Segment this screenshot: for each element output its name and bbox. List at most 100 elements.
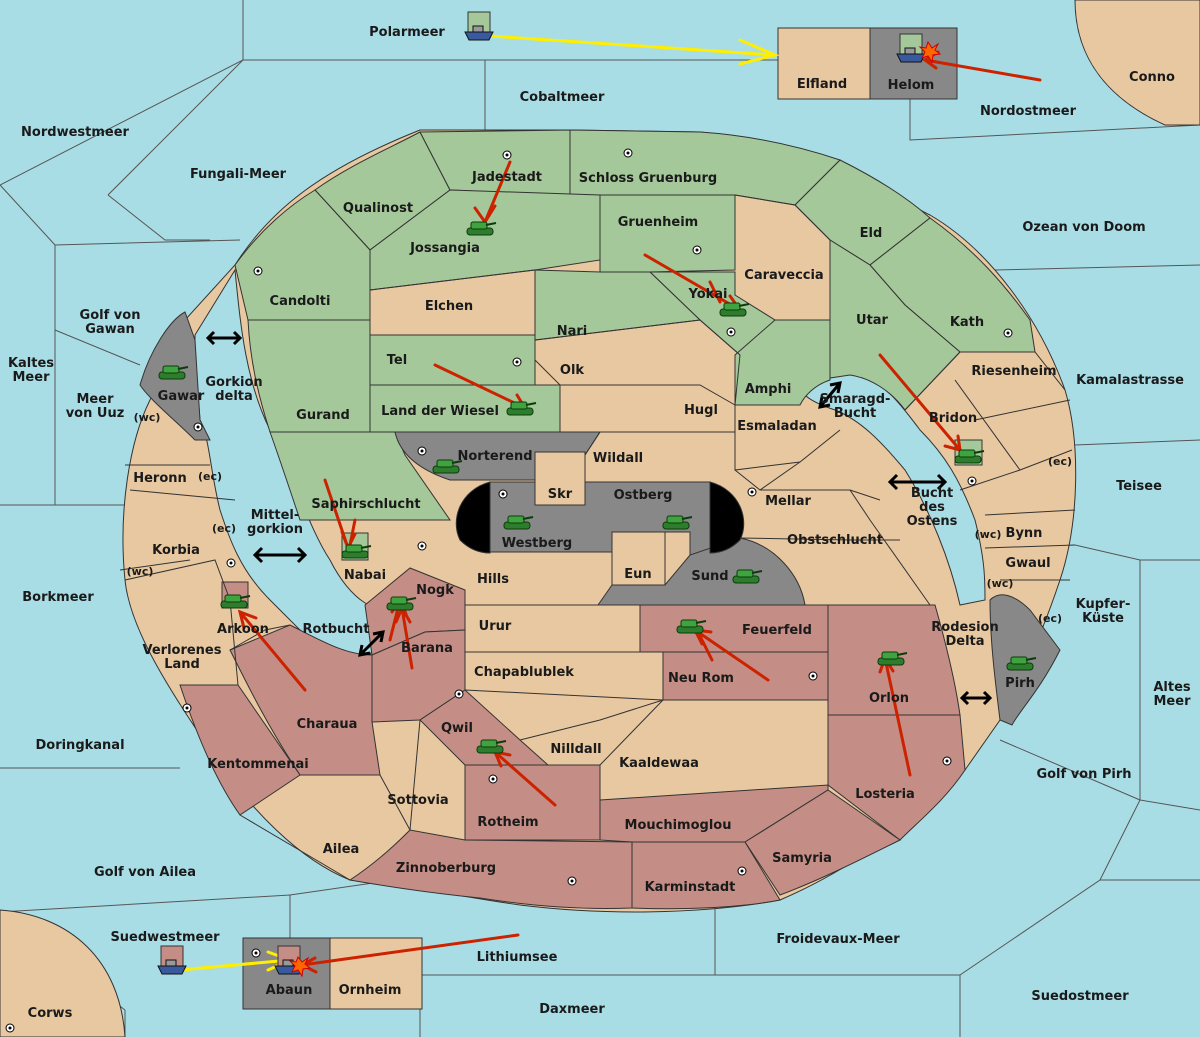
tank-icon[interactable] xyxy=(506,401,537,416)
land-label-ornheim: Ornheim xyxy=(339,983,402,998)
land-label-helom: Helom xyxy=(888,78,935,93)
coast-tag-ec3: (ec) xyxy=(1048,455,1072,468)
coast-tag-ec4: (ec) xyxy=(1038,612,1062,625)
tank-icon[interactable] xyxy=(220,594,251,609)
land-utar[interactable] xyxy=(829,239,961,411)
land-label-riesenheim: Riesenheim xyxy=(971,364,1056,379)
tank-icon[interactable] xyxy=(676,619,707,634)
tank-icon[interactable] xyxy=(732,569,763,584)
ship-icon[interactable] xyxy=(896,33,926,63)
supply-center-dot xyxy=(567,876,577,886)
capsule-west xyxy=(455,481,491,554)
land-label-nari: Nari xyxy=(557,324,588,339)
sea-label-golf-von-pirh: Golf von Pirh xyxy=(1036,767,1131,782)
land-zinnoberburg[interactable] xyxy=(348,829,633,910)
land-label-heronn: Heronn xyxy=(133,471,187,486)
land-label-eld: Eld xyxy=(860,226,883,241)
land-samyria[interactable] xyxy=(744,789,901,896)
land-label-nogk: Nogk xyxy=(416,583,454,598)
tank-icon[interactable] xyxy=(476,739,507,754)
land-skr[interactable] xyxy=(534,451,586,506)
land-label-corws: Corws xyxy=(28,1006,73,1021)
supply-center-dot xyxy=(226,558,236,568)
sea-label-suedwestmeer: Suedwestmeer xyxy=(110,930,220,945)
sea-label-cobaltmeer: Cobaltmeer xyxy=(520,90,605,105)
land-label-nilldall: Nilldall xyxy=(550,742,601,757)
explosion-icon xyxy=(288,956,312,978)
land-conno[interactable] xyxy=(1074,0,1200,126)
land-label-pirh: Pirh xyxy=(1005,676,1035,691)
land-label-kath: Kath xyxy=(950,315,984,330)
land-label-hills: Hills xyxy=(477,572,509,587)
supply-center-dot xyxy=(253,266,263,276)
land-label-caraveccia: Caraveccia xyxy=(744,268,823,283)
tank-icon[interactable] xyxy=(432,459,463,474)
land-label-barana: Barana xyxy=(401,641,453,656)
land-gruenheim[interactable] xyxy=(599,194,736,273)
sea-label-daxmeer: Daxmeer xyxy=(539,1002,605,1017)
supply-center-dot xyxy=(251,948,261,958)
double-arrow-gawan xyxy=(205,330,243,346)
land-amphi[interactable] xyxy=(734,319,831,406)
land-label-jossangia: Jossangia xyxy=(409,241,480,256)
tank-icon[interactable] xyxy=(341,544,372,559)
sea-label-borkmeer: Borkmeer xyxy=(22,590,94,605)
land-label-abaun: Abaun xyxy=(266,983,313,998)
land-eun[interactable] xyxy=(611,531,666,586)
land-label-hugl: Hugl xyxy=(684,403,718,418)
sea-label-mittelgorkion: Mittel-gorkion xyxy=(247,508,303,537)
land-label-arkoon: Arkoon xyxy=(217,622,269,637)
ship-icon[interactable] xyxy=(157,945,187,975)
tank-icon[interactable] xyxy=(1006,656,1037,671)
capsule-east xyxy=(709,481,745,554)
tank-icon[interactable] xyxy=(503,515,534,530)
tank-icon[interactable] xyxy=(466,221,497,236)
land-label-saphirschlucht: Saphirschlucht xyxy=(311,497,420,512)
ship-icon[interactable] xyxy=(464,11,494,41)
sea-label-smaragd-bucht: Smaragd-Bucht xyxy=(820,392,891,421)
coast-tag-wc2: (wc) xyxy=(127,565,154,578)
land-label-karminstadt: Karminstadt xyxy=(645,880,736,895)
tank-icon[interactable] xyxy=(719,302,750,317)
sea-label-fungali-meer: Fungali-Meer xyxy=(190,167,287,182)
land-corws[interactable] xyxy=(0,909,126,1037)
land-label-esmaladan: Esmaladan xyxy=(737,419,817,434)
land-label-zinnoberburg: Zinnoberburg xyxy=(396,861,496,876)
land-label-qwil: Qwil xyxy=(441,721,473,736)
sea-label-kupferkueste: Kupfer-Küste xyxy=(1076,597,1131,626)
land-elfland[interactable] xyxy=(777,27,871,100)
land-ornheim[interactable] xyxy=(329,937,423,1010)
sea-label-ozean-von-doom: Ozean von Doom xyxy=(1022,220,1145,235)
land-sund[interactable] xyxy=(597,537,806,606)
convoy-arrow-helom xyxy=(488,34,780,66)
land-label-tel: Tel xyxy=(387,353,407,368)
supply-center-dot xyxy=(5,1023,15,1033)
tank-icon[interactable] xyxy=(877,651,908,666)
double-arrow-mittelgorkion xyxy=(252,546,308,564)
sea-label-rotbucht: Rotbucht xyxy=(303,622,370,637)
supply-center-dot xyxy=(1003,328,1013,338)
tank-icon[interactable] xyxy=(386,596,417,611)
land-label-ostberg: Ostberg xyxy=(614,488,673,503)
land-saphirschlucht[interactable] xyxy=(269,431,451,521)
double-arrow-rotbucht xyxy=(358,630,385,657)
sea-label-nordwestmeer: Nordwestmeer xyxy=(21,125,129,140)
land-label-candolti: Candolti xyxy=(270,294,331,309)
land-label-charaua: Charaua xyxy=(297,717,358,732)
land-karminstadt[interactable] xyxy=(631,841,781,910)
supply-center-dot xyxy=(747,487,757,497)
land-candolti[interactable] xyxy=(234,189,371,321)
tank-icon[interactable] xyxy=(158,365,189,380)
tank-icon[interactable] xyxy=(954,449,985,464)
land-label-mellar: Mellar xyxy=(765,494,811,509)
land-label-elchen: Elchen xyxy=(425,299,473,314)
coast-tag-ec2: (ec) xyxy=(212,522,236,535)
land-label-elfland: Elfland xyxy=(797,77,847,92)
red-territories xyxy=(179,567,966,910)
supply-centers xyxy=(5,148,1013,1033)
tank-icon[interactable] xyxy=(662,515,693,530)
